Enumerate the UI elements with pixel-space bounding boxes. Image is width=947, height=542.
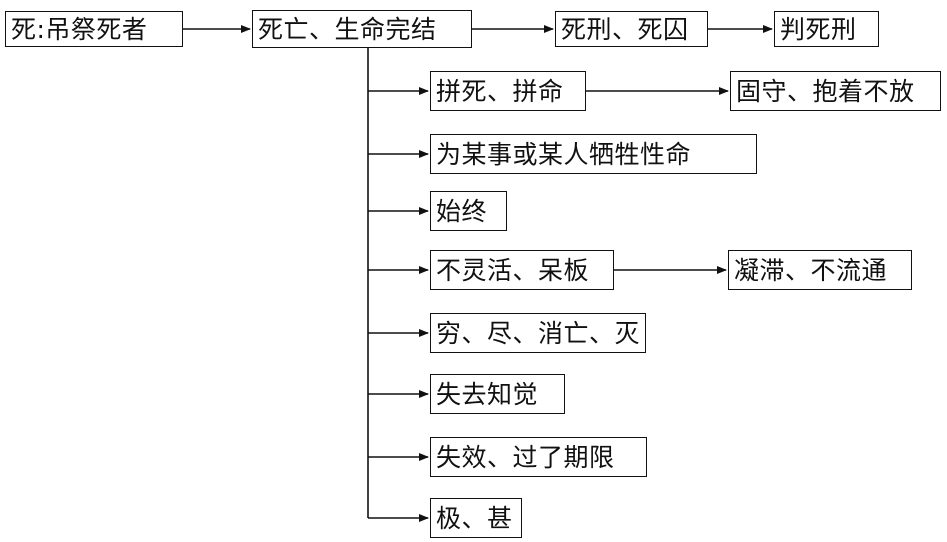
- branch-a-node: 死刑、死囚: [555, 11, 708, 47]
- sense-node-1: 拼死、拼命: [430, 71, 586, 111]
- sense-node-4: 不灵活、呆板: [430, 250, 614, 290]
- sense-node-3: 始终: [430, 191, 507, 231]
- main-sense-node: 死亡、生命完结: [252, 10, 472, 48]
- sense-node-1-next: 固守、抱着不放: [730, 71, 941, 111]
- sense-node-2: 为某事或某人牺牲性命: [430, 134, 757, 174]
- sense-node-7: 失效、过了期限: [430, 437, 647, 477]
- sense-node-4-next: 凝滞、不流通: [728, 250, 912, 290]
- sense-node-5: 穷、尽、消亡、灭: [430, 313, 646, 353]
- sense-node-6: 失去知觉: [430, 374, 565, 414]
- sense-node-8: 极、甚: [430, 498, 522, 538]
- root-node: 死:吊祭死者: [5, 11, 183, 47]
- branch-a-next-node: 判死刑: [774, 11, 879, 47]
